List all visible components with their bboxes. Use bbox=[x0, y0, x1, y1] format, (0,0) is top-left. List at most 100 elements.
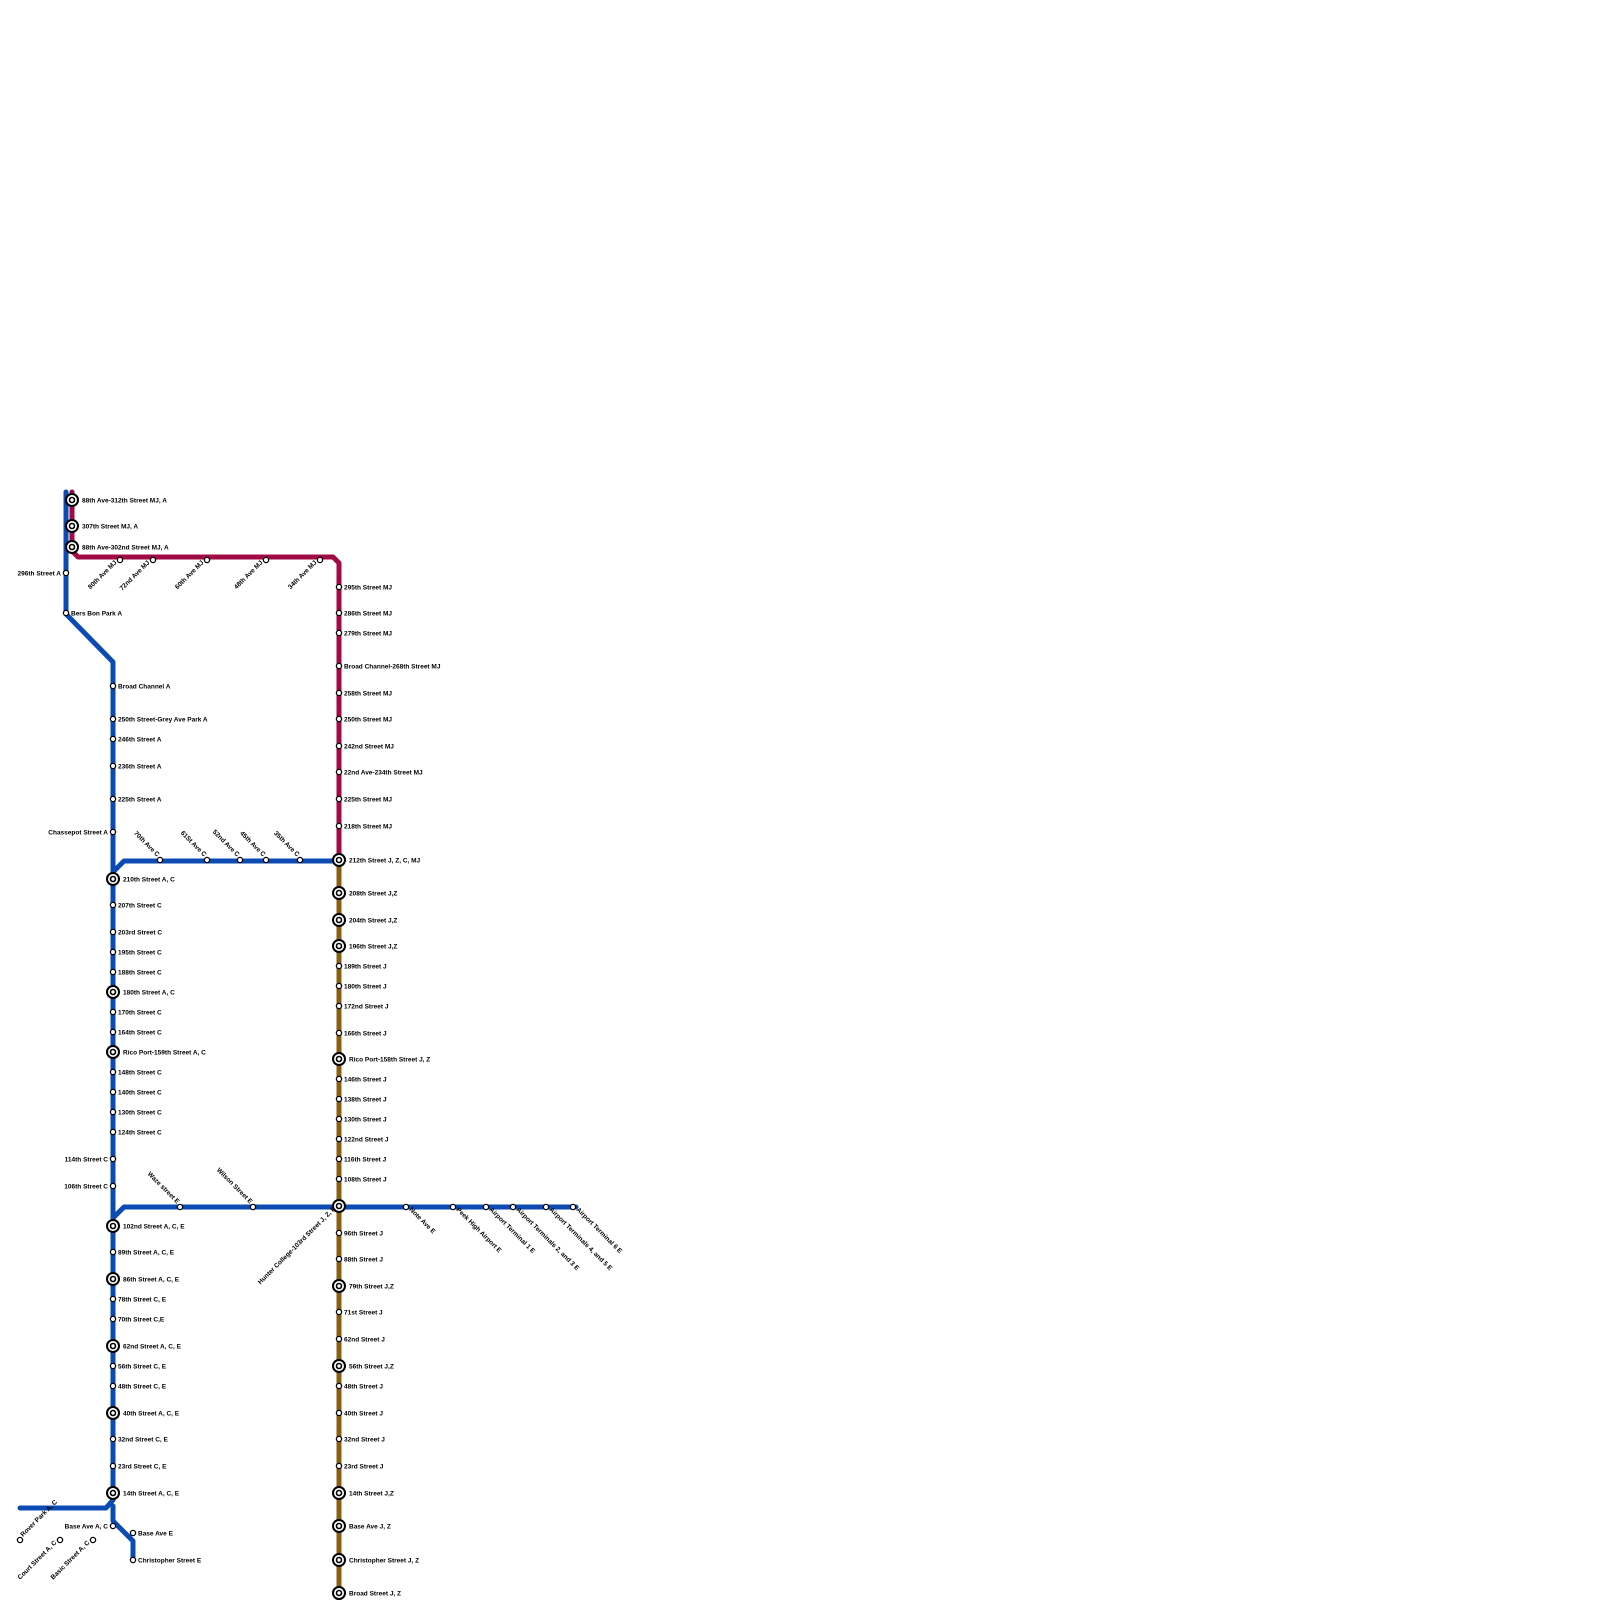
station-88th-street-j[interactable] bbox=[335, 1255, 343, 1263]
station-23rd-street-c-e[interactable] bbox=[109, 1462, 117, 1470]
station-166th-street-j[interactable] bbox=[335, 1029, 343, 1037]
station-180th-street-a-c[interactable] bbox=[106, 985, 120, 999]
station-122nd-street-j[interactable] bbox=[335, 1135, 343, 1143]
station-189th-street-j[interactable] bbox=[335, 962, 343, 970]
station-22nd-ave-234th-street-mj[interactable] bbox=[335, 768, 343, 776]
station-88th-ave-312th-street-mj-a[interactable] bbox=[65, 493, 79, 507]
station-48th-street-c-e[interactable] bbox=[109, 1382, 117, 1390]
station-218th-street-mj[interactable] bbox=[335, 822, 343, 830]
station-138th-street-j[interactable] bbox=[335, 1095, 343, 1103]
station-base-ave-e[interactable] bbox=[129, 1529, 137, 1537]
station-peek-high-airport-e[interactable] bbox=[449, 1203, 457, 1211]
station-airport-terminal-6-e[interactable] bbox=[569, 1203, 577, 1211]
station-207th-street-c[interactable] bbox=[109, 901, 117, 909]
station-56th-street-j-z[interactable] bbox=[332, 1359, 346, 1373]
station-180th-street-j[interactable] bbox=[335, 982, 343, 990]
station-broad-street-j-z[interactable] bbox=[332, 1586, 346, 1600]
station-124th-street-c[interactable] bbox=[109, 1128, 117, 1136]
station-170th-street-c[interactable] bbox=[109, 1008, 117, 1016]
station-258th-street-mj[interactable] bbox=[335, 689, 343, 697]
station-35th-ave-c[interactable] bbox=[296, 856, 304, 864]
station-48th-street-j[interactable] bbox=[335, 1382, 343, 1390]
station-40th-street-a-c-e[interactable] bbox=[106, 1406, 120, 1420]
station-71st-street-j[interactable] bbox=[335, 1308, 343, 1316]
station-72nd-ave-mj[interactable] bbox=[149, 556, 157, 564]
station-78th-street-c-e[interactable] bbox=[109, 1295, 117, 1303]
station-airport-terminal-1-e[interactable] bbox=[482, 1203, 490, 1211]
station-140th-street-c[interactable] bbox=[109, 1088, 117, 1096]
station-89th-street-a-c-e[interactable] bbox=[109, 1248, 117, 1256]
station-wilson-street-e[interactable] bbox=[249, 1203, 257, 1211]
station-250th-street-grey-ave-park-a[interactable] bbox=[109, 715, 117, 723]
station-bers-bon-park-a[interactable] bbox=[62, 609, 70, 617]
station-40th-street-j[interactable] bbox=[335, 1409, 343, 1417]
station-62nd-street-j[interactable] bbox=[335, 1335, 343, 1343]
station-waze-street-e[interactable] bbox=[176, 1203, 184, 1211]
station-14th-street-j-z[interactable] bbox=[332, 1486, 346, 1500]
station-23rd-street-j[interactable] bbox=[335, 1462, 343, 1470]
station-88th-ave-302nd-street-mj-a[interactable] bbox=[65, 540, 79, 554]
station-base-ave-j-z[interactable] bbox=[332, 1519, 346, 1533]
station-279th-street-mj[interactable] bbox=[335, 629, 343, 637]
station-195th-street-c[interactable] bbox=[109, 948, 117, 956]
station-52nd-ave-c[interactable] bbox=[236, 856, 244, 864]
station-296th-street-a[interactable] bbox=[62, 569, 70, 577]
station-basic-street-a-c[interactable] bbox=[89, 1536, 97, 1544]
station-79th-street-j-z[interactable] bbox=[332, 1279, 346, 1293]
station-34th-ave-mj[interactable] bbox=[316, 556, 324, 564]
station-208th-street-j-z[interactable] bbox=[332, 886, 346, 900]
station-148th-street-c[interactable] bbox=[109, 1068, 117, 1076]
station-62nd-street-a-c-e[interactable] bbox=[106, 1339, 120, 1353]
station-108th-street-j[interactable] bbox=[335, 1175, 343, 1183]
station-130th-street-c[interactable] bbox=[109, 1108, 117, 1116]
station-60th-ave-mj[interactable] bbox=[203, 556, 211, 564]
station-246th-street-a[interactable] bbox=[109, 735, 117, 743]
station-70th-street-c-e[interactable] bbox=[109, 1315, 117, 1323]
station-106th-street-c[interactable] bbox=[109, 1182, 117, 1190]
station-225th-street-mj[interactable] bbox=[335, 795, 343, 803]
station-56th-street-c-e[interactable] bbox=[109, 1362, 117, 1370]
station-116th-street-j[interactable] bbox=[335, 1155, 343, 1163]
station-broad-channel-a[interactable] bbox=[109, 682, 117, 690]
station-203rd-street-c[interactable] bbox=[109, 928, 117, 936]
station-32nd-street-j[interactable] bbox=[335, 1435, 343, 1443]
station-164th-street-c[interactable] bbox=[109, 1028, 117, 1036]
station-rico-port-158th-street-j-z[interactable] bbox=[332, 1052, 346, 1066]
station-chassepot-street-a[interactable] bbox=[109, 828, 117, 836]
station-rico-port-159th-street-a-c[interactable] bbox=[106, 1045, 120, 1059]
station-102nd-street-a-c-e[interactable] bbox=[106, 1219, 120, 1233]
station-225th-street-a[interactable] bbox=[109, 795, 117, 803]
station-212th-street-j-z-c-mj[interactable] bbox=[332, 853, 346, 867]
station-286th-street-mj[interactable] bbox=[335, 609, 343, 617]
station-295th-street-mj[interactable] bbox=[335, 583, 343, 591]
station-86th-street-a-c-e[interactable] bbox=[106, 1272, 120, 1286]
station-210th-street-a-c[interactable] bbox=[106, 872, 120, 886]
station-236th-street-a[interactable] bbox=[109, 762, 117, 770]
station-80th-ave-mj[interactable] bbox=[116, 556, 124, 564]
station-rover-park-a-c[interactable] bbox=[16, 1536, 24, 1544]
station-christopher-street-e[interactable] bbox=[129, 1556, 137, 1564]
station-45th-ave-c[interactable] bbox=[262, 856, 270, 864]
station-70th-ave-c[interactable] bbox=[156, 856, 164, 864]
station-114th-street-c[interactable] bbox=[109, 1155, 117, 1163]
station-172nd-street-j[interactable] bbox=[335, 1002, 343, 1010]
station-hunter-college-103rd-street-j-z-e[interactable] bbox=[332, 1199, 346, 1213]
station-196th-street-j-z[interactable] bbox=[332, 939, 346, 953]
station-242nd-street-mj[interactable] bbox=[335, 742, 343, 750]
station-broad-channel-268th-street-mj[interactable] bbox=[335, 662, 343, 670]
station-188th-street-c[interactable] bbox=[109, 968, 117, 976]
station-32nd-street-c-e[interactable] bbox=[109, 1435, 117, 1443]
station-146th-street-j[interactable] bbox=[335, 1075, 343, 1083]
station-14th-street-a-c-e[interactable] bbox=[106, 1486, 120, 1500]
station-61st-ave-c[interactable] bbox=[203, 856, 211, 864]
station-48th-ave-mj[interactable] bbox=[262, 556, 270, 564]
station-base-ave-a-c[interactable] bbox=[109, 1522, 117, 1530]
station-204th-street-j-z[interactable] bbox=[332, 913, 346, 927]
station-307th-street-mj-a[interactable] bbox=[65, 519, 79, 533]
station-96th-street-j[interactable] bbox=[335, 1229, 343, 1237]
station-court-street-a-c[interactable] bbox=[56, 1536, 64, 1544]
station-airport-terminals-2-and-3-e[interactable] bbox=[509, 1203, 517, 1211]
station-note-ave-e[interactable] bbox=[402, 1203, 410, 1211]
station-250th-street-mj[interactable] bbox=[335, 715, 343, 723]
station-130th-street-j[interactable] bbox=[335, 1115, 343, 1123]
